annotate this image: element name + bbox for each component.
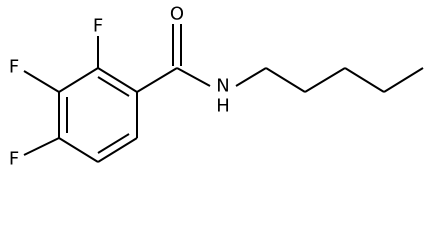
bond-chain-c4-c5 <box>383 67 424 93</box>
bond-chain-c2-c3 <box>304 67 346 93</box>
bond-c4-f-bottom <box>23 137 60 156</box>
ring-bond-c5-c6 <box>97 137 138 163</box>
ring-bond-c2-c3 <box>58 67 99 93</box>
benzene-ring <box>58 67 138 163</box>
ring-double-bond-c5-c6 <box>97 133 130 154</box>
fluorine-bottom-label: F <box>9 149 19 170</box>
bond-ring-carbonyl <box>136 67 178 93</box>
bond-n-chain-c1 <box>235 67 267 87</box>
fluorine-top-label: F <box>93 16 103 37</box>
nitrogen-label: N <box>216 76 229 97</box>
bond-chain-c1-c2 <box>265 67 306 93</box>
chemical-structure: F F F O N H <box>9 4 424 170</box>
ring-bond-c1-c2 <box>97 67 138 93</box>
oxygen-label: O <box>170 4 184 25</box>
amide-hydrogen-label: H <box>216 96 230 117</box>
bond-c3-f-middle <box>23 70 60 93</box>
fluorine-middle-label: F <box>9 57 19 78</box>
bond-carbonyl-n <box>176 67 211 87</box>
ring-bond-c4-c5 <box>58 137 99 163</box>
ring-double-bond-c1-c2 <box>97 76 130 97</box>
bond-chain-c3-c4 <box>344 67 385 93</box>
